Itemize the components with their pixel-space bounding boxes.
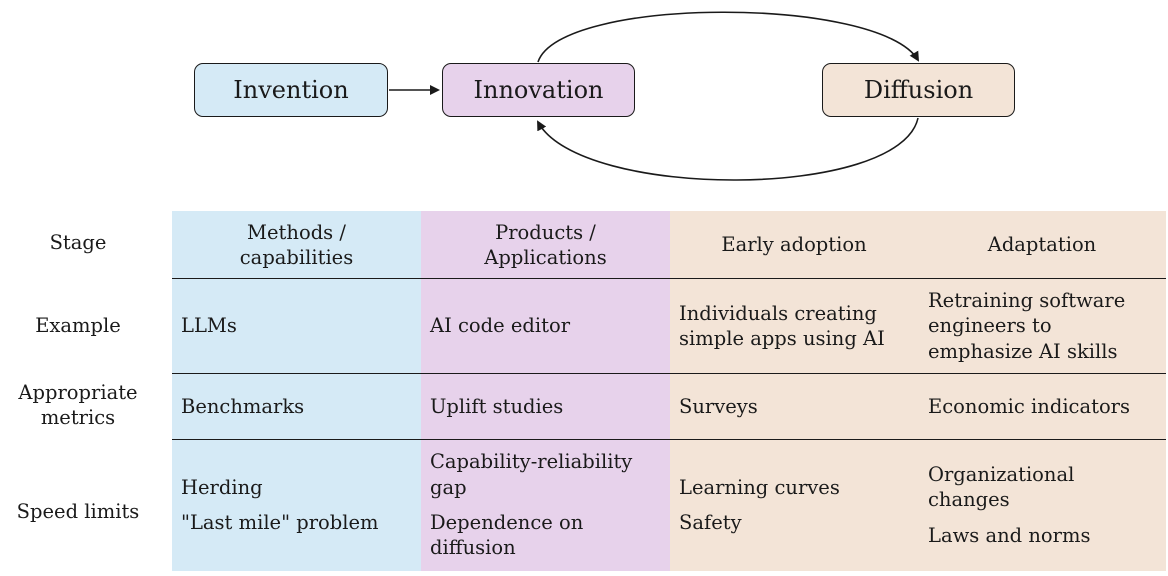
cell-text: Retraining software bbox=[928, 288, 1126, 312]
cell-methods-speed-limits: Herding "Last mile" problem bbox=[181, 441, 416, 569]
table-rule-after-header bbox=[172, 278, 1166, 279]
row-label-stage: Stage bbox=[0, 230, 156, 255]
cell-text: Laws and norms bbox=[928, 523, 1091, 547]
row-label-stage-text: Stage bbox=[49, 231, 107, 254]
cell-products-metrics: Uplift studies bbox=[430, 375, 665, 438]
cell-products-example: AI code editor bbox=[430, 280, 665, 372]
cell-early-adoption-speed-limits: Learning curves Safety bbox=[679, 441, 917, 569]
diffusion-node-label: Diffusion bbox=[863, 76, 974, 104]
diffusion-columns-background bbox=[670, 211, 1166, 571]
cell-text: Capability-reliability bbox=[430, 450, 633, 474]
row-label-example-text: Example bbox=[35, 314, 121, 337]
table-rule-after-example bbox=[172, 373, 1166, 374]
row-label-example: Example bbox=[0, 313, 156, 338]
cell-adaptation-example: Retraining software engineers to emphasi… bbox=[928, 280, 1164, 372]
methods-column-background bbox=[172, 211, 421, 571]
row-label-metrics-line2: metrics bbox=[40, 406, 116, 430]
cell-adaptation-metrics: Economic indicators bbox=[928, 375, 1164, 438]
diffusion-node: Diffusion bbox=[822, 63, 1015, 117]
row-label-speed-limits: Speed limits bbox=[0, 499, 156, 524]
column-header-methods: Methods / capabilities bbox=[172, 215, 421, 275]
row-label-metrics-line1: Appropriate bbox=[18, 381, 138, 404]
cell-text: Benchmarks bbox=[181, 394, 305, 418]
cell-text: changes bbox=[928, 488, 1010, 512]
cell-text: Uplift studies bbox=[430, 394, 564, 418]
cell-methods-metrics: Benchmarks bbox=[181, 375, 416, 438]
cell-early-adoption-example: Individuals creating simple apps using A… bbox=[679, 280, 917, 372]
column-header-products-line1: Products / bbox=[495, 220, 596, 244]
cell-adaptation-speed-limits: Organizational changes Laws and norms bbox=[928, 441, 1164, 569]
column-header-products: Products / Applications bbox=[421, 215, 670, 275]
column-header-methods-line1: Methods / bbox=[247, 220, 346, 244]
flow-diagram-arrows bbox=[389, 11, 920, 181]
cell-text: Learning curves bbox=[679, 475, 840, 499]
column-header-early-adoption: Early adoption bbox=[670, 215, 918, 275]
cell-products-speed-limits: Capability-reliability gap Dependence on… bbox=[430, 441, 665, 569]
innovation-node-label: Innovation bbox=[473, 76, 604, 104]
column-header-methods-line2: capabilities bbox=[239, 246, 354, 269]
column-header-early-adoption-text: Early adoption bbox=[721, 233, 867, 257]
cell-text: Surveys bbox=[679, 394, 758, 418]
cell-early-adoption-metrics: Surveys bbox=[679, 375, 917, 438]
row-label-speed-text: Speed limits bbox=[16, 500, 140, 523]
cell-text: Individuals creating bbox=[679, 301, 877, 325]
cell-text: diffusion bbox=[430, 536, 516, 560]
cell-text: engineers to bbox=[928, 314, 1052, 338]
cell-text: Dependence on bbox=[430, 511, 584, 534]
invention-node-label: Invention bbox=[233, 76, 349, 104]
table-rule-after-metrics bbox=[172, 439, 1166, 440]
column-header-adaptation: Adaptation bbox=[918, 215, 1166, 275]
arrow-diffusion-to-innovation bbox=[537, 117, 919, 181]
cell-text: Safety bbox=[679, 511, 742, 534]
column-header-adaptation-text: Adaptation bbox=[987, 233, 1097, 257]
cell-text: Organizational bbox=[928, 462, 1075, 486]
cell-text: "Last mile" problem bbox=[181, 511, 379, 534]
cell-text: gap bbox=[430, 475, 467, 499]
invention-node: Invention bbox=[194, 63, 388, 117]
cell-text: AI code editor bbox=[430, 314, 571, 338]
cell-text: Economic indicators bbox=[928, 394, 1131, 418]
cell-text: Herding bbox=[181, 475, 263, 499]
products-column-background bbox=[421, 211, 670, 571]
innovation-node: Innovation bbox=[442, 63, 635, 117]
cell-text: simple apps using AI bbox=[679, 327, 885, 350]
row-label-metrics: Appropriate metrics bbox=[0, 380, 156, 431]
arrow-innovation-to-diffusion bbox=[537, 11, 920, 63]
cell-text: LLMs bbox=[181, 314, 237, 338]
cell-text: emphasize AI skills bbox=[928, 339, 1118, 363]
column-header-products-line2: Applications bbox=[484, 246, 607, 269]
cell-methods-example: LLMs bbox=[181, 280, 416, 372]
